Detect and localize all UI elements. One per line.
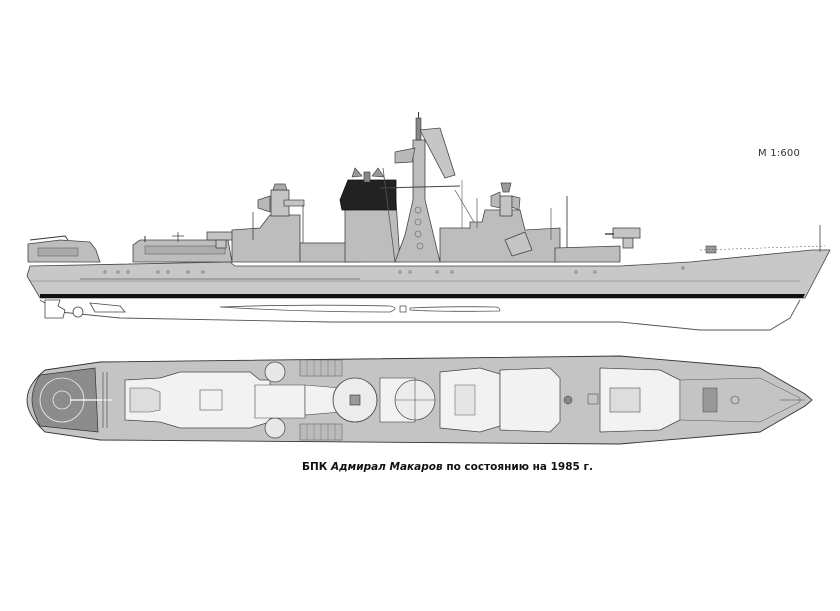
- caption-ship-class: БПК: [302, 461, 328, 473]
- ship-plan-view: [26, 355, 813, 445]
- caption-ship-name: Адмирал Макаров: [331, 461, 443, 473]
- caption-date: по состоянию на 1985 г.: [446, 461, 593, 473]
- drawing-caption: БПК Адмирал Макаров по состоянию на 1985…: [302, 461, 593, 473]
- ship-side-profile: [26, 112, 831, 331]
- scale-label: М 1:600: [758, 148, 801, 159]
